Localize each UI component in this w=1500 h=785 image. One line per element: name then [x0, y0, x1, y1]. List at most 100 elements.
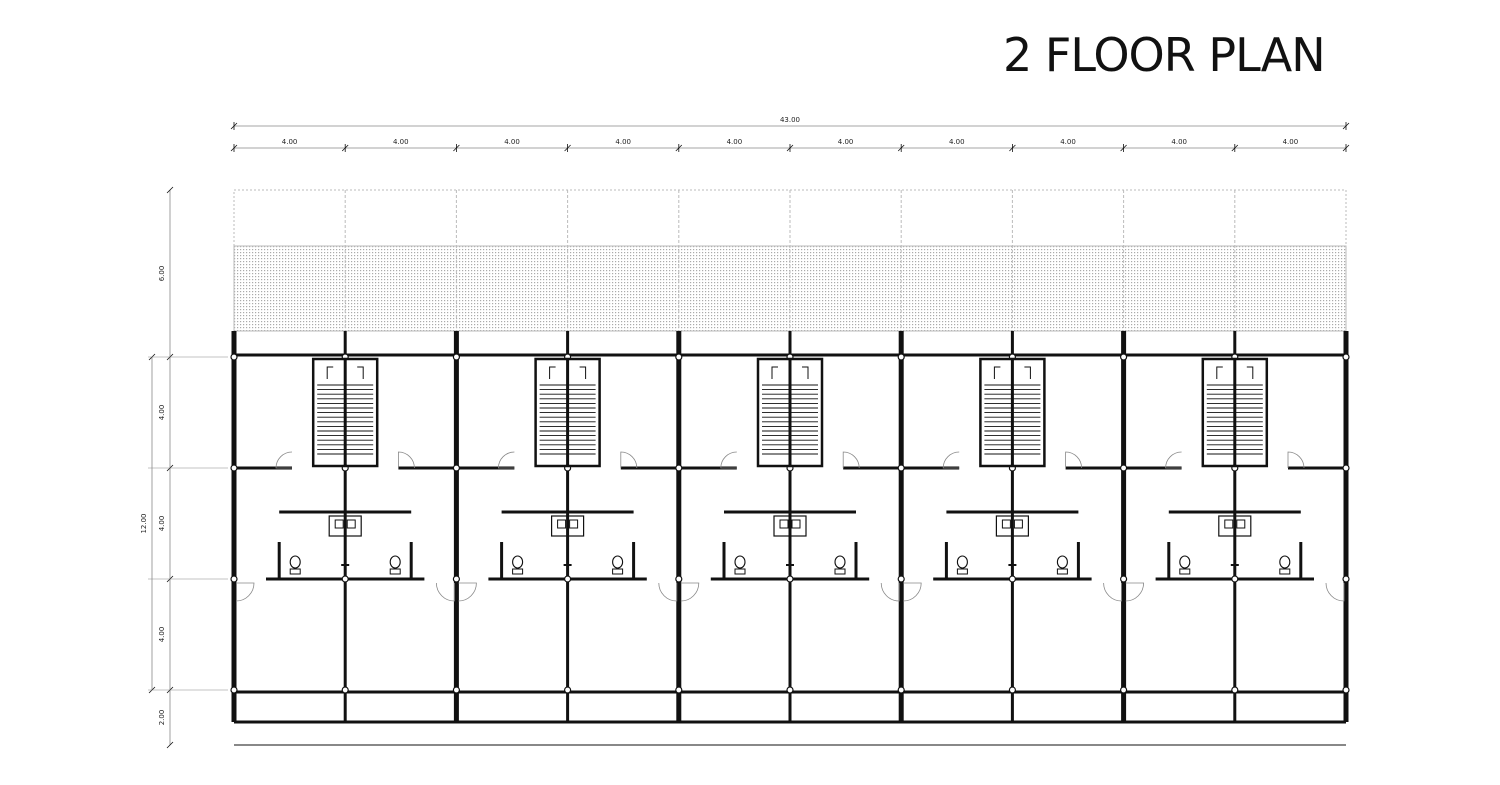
- door-swing: [436, 582, 455, 602]
- bay-width-label: 4.00: [615, 138, 631, 146]
- toilet-tank: [734, 568, 746, 575]
- stair-enclosure: [1201, 357, 1269, 468]
- door-swing: [458, 582, 477, 602]
- column: [452, 464, 460, 472]
- column: [341, 686, 349, 694]
- column: [1008, 575, 1017, 583]
- door-swing: [620, 451, 638, 469]
- column: [1119, 353, 1128, 361]
- stair-blocks: [311, 357, 1269, 468]
- basin-counter: [550, 515, 585, 537]
- door-swing: [1325, 582, 1345, 602]
- column: [786, 575, 794, 583]
- column: [1231, 686, 1239, 694]
- column: [675, 464, 683, 472]
- stair-arrow: [993, 366, 1001, 379]
- stair-arrow: [802, 366, 809, 379]
- door-swing: [842, 451, 860, 469]
- toilet: [734, 555, 746, 569]
- column: [1342, 353, 1350, 361]
- depth-label: 2.00: [158, 710, 166, 726]
- column: [675, 575, 683, 583]
- toilet: [389, 555, 401, 569]
- toilet: [612, 555, 624, 569]
- overall-depth-label: 12.00: [140, 513, 148, 533]
- dimension-tick: [166, 186, 174, 194]
- roof-hatch: [233, 245, 1347, 332]
- column: [230, 686, 238, 694]
- bay-width-label: 4.00: [1060, 138, 1076, 146]
- door-swing: [680, 582, 700, 602]
- toilet-tank: [834, 568, 846, 575]
- column: [897, 686, 905, 694]
- toilet-tank: [1056, 568, 1068, 575]
- toilet-tank: [612, 568, 624, 575]
- basin: [779, 519, 789, 529]
- stair-enclosure: [534, 357, 601, 468]
- bay-width-label: 4.00: [727, 138, 743, 146]
- toilet: [956, 555, 968, 569]
- toilet: [289, 555, 301, 569]
- toilet-tank: [956, 568, 968, 575]
- column: [786, 686, 794, 694]
- toilet: [1179, 555, 1191, 569]
- column: [452, 353, 460, 361]
- column: [1008, 686, 1017, 694]
- basin: [334, 519, 344, 529]
- depth-label: 6.00: [158, 266, 166, 282]
- column: [1342, 686, 1350, 694]
- toilet: [834, 555, 846, 569]
- stair-arrow: [549, 366, 556, 379]
- stair-arrow: [1024, 366, 1031, 379]
- stair-enclosure: [979, 357, 1046, 468]
- door-swing: [235, 582, 255, 602]
- bay-width-label: 4.00: [949, 138, 965, 146]
- stair-arrow: [357, 366, 364, 379]
- column: [1342, 464, 1350, 472]
- door-swing: [275, 451, 293, 469]
- column: [452, 686, 460, 694]
- bay-width-label: 4.00: [1171, 138, 1187, 146]
- bay-width-label: 4.00: [504, 138, 520, 146]
- toilet-tank: [1279, 568, 1291, 575]
- door-swing: [880, 582, 900, 602]
- toilet-blocks: [277, 510, 1303, 579]
- door-swing: [1065, 451, 1082, 469]
- stair-enclosure: [756, 357, 824, 468]
- basin: [1236, 519, 1246, 529]
- bay-width-label: 4.00: [1283, 138, 1299, 146]
- door-swing: [398, 451, 415, 469]
- toilet: [512, 555, 524, 569]
- toilet: [1056, 555, 1068, 569]
- stair-arrow: [771, 366, 778, 379]
- wall-grid: [230, 331, 1350, 746]
- toilet: [1279, 555, 1291, 569]
- door-swing: [942, 451, 960, 469]
- column: [1119, 575, 1128, 583]
- stair-arrow: [326, 366, 334, 379]
- column: [675, 353, 683, 361]
- column: [675, 686, 683, 694]
- bay-width-label: 4.00: [838, 138, 854, 146]
- door-swing: [1287, 451, 1305, 469]
- door-swing: [903, 582, 922, 602]
- bay-width-label: 4.00: [282, 138, 298, 146]
- door-swing: [658, 582, 678, 602]
- basin: [1001, 519, 1011, 529]
- door-swing: [1165, 451, 1182, 469]
- door-swings: [235, 451, 1345, 602]
- column: [897, 575, 905, 583]
- toilet-tank: [1179, 568, 1191, 575]
- stair-arrow: [1216, 366, 1223, 379]
- basin-counter: [995, 515, 1030, 537]
- plan-title: 2 FLOOR PLAN: [1003, 28, 1326, 82]
- column: [1342, 575, 1350, 583]
- basin: [569, 519, 579, 529]
- column: [230, 464, 238, 472]
- stair-arrow: [1246, 366, 1254, 379]
- column: [230, 575, 238, 583]
- column: [1119, 464, 1128, 472]
- dimension-tick: [166, 741, 174, 749]
